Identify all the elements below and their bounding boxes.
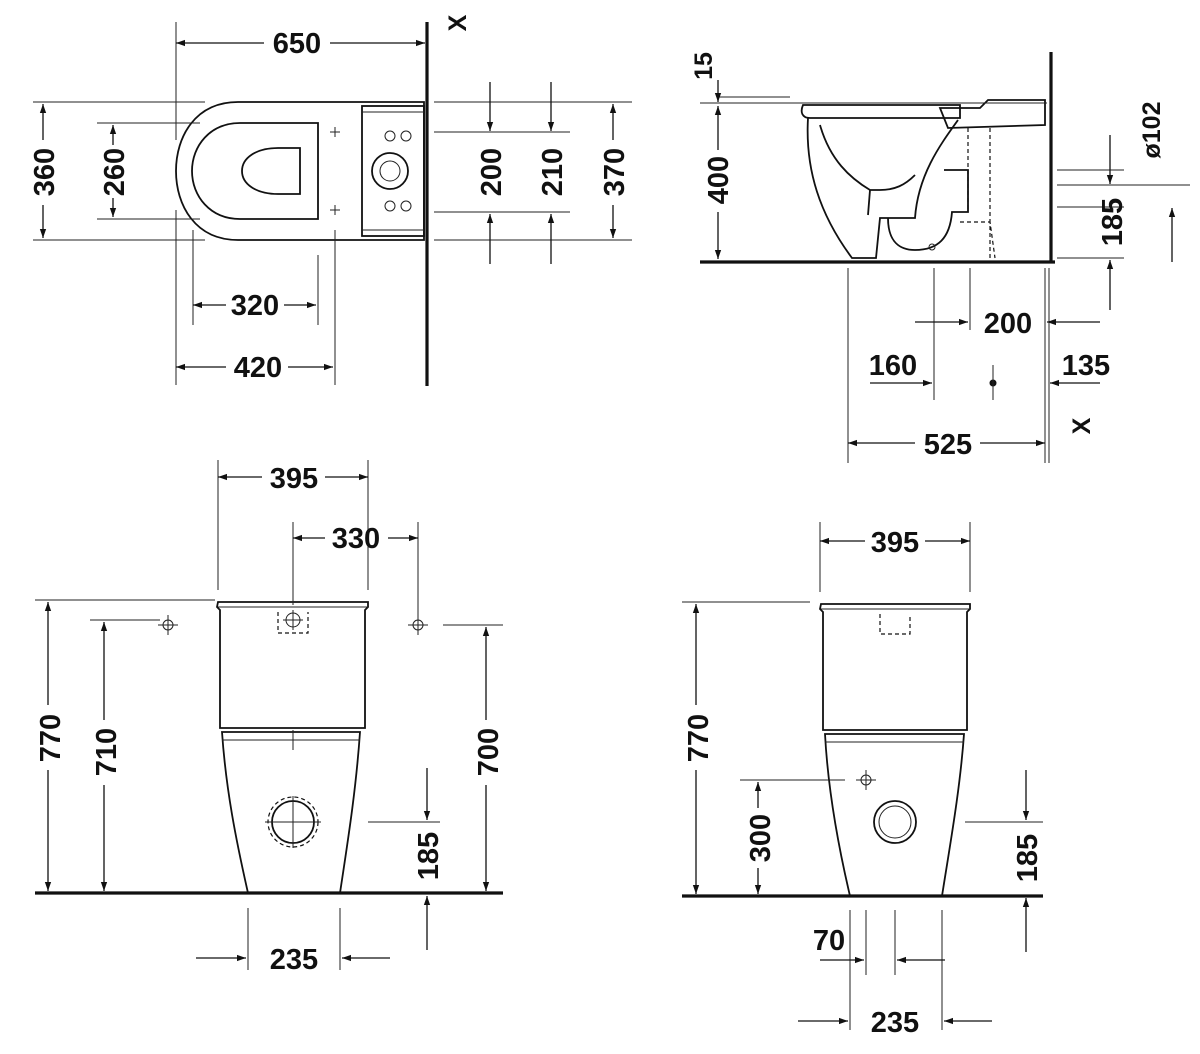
front-view-right: 395 770 300 185 70 235 — [682, 522, 1044, 1039]
front-left-bowl — [221, 731, 361, 894]
bowl-outline — [175, 101, 425, 241]
dim-210: 210 — [537, 148, 569, 196]
wall-x-label-side: X — [1068, 417, 1096, 434]
dim-395-left: 395 — [270, 463, 318, 495]
trap-profile — [887, 169, 969, 251]
front-view-left: 395 330 770 710 700 185 235 — [35, 460, 505, 976]
wall-x-label-top: X — [444, 14, 472, 31]
top-view: 650 X 360 260 200 210 370 320 420 — [29, 14, 632, 386]
dim-300: 300 — [745, 814, 777, 862]
outlet-circle — [371, 152, 409, 190]
cistern-profile — [938, 99, 1046, 129]
dim-235-right: 235 — [871, 1007, 919, 1039]
cistern-plan — [361, 105, 425, 237]
dim-drain-diameter: ø102 — [1138, 102, 1166, 159]
dim-200-side: 200 — [984, 308, 1032, 340]
front-right-outlet — [873, 800, 917, 844]
dim-185-front-left: 185 — [413, 832, 445, 880]
bowl-profile — [806, 117, 959, 259]
dim-160: 160 — [869, 350, 917, 382]
dim-770-left: 770 — [35, 714, 67, 762]
front-right-cistern — [819, 603, 971, 731]
dim-330: 330 — [332, 523, 380, 555]
dim-370: 370 — [599, 148, 631, 196]
dim-260: 260 — [99, 148, 131, 196]
seat-profile — [800, 104, 961, 119]
dim-70: 70 — [813, 925, 845, 957]
dim-770-right: 770 — [683, 714, 715, 762]
dim-700: 700 — [473, 728, 505, 776]
side-view: 15 400 ø102 185 200 160 135 525 X — [690, 52, 1190, 463]
dim-185-front-right: 185 — [1012, 834, 1044, 882]
dim-400: 400 — [703, 156, 735, 204]
dim-320: 320 — [231, 290, 279, 322]
dim-360: 360 — [29, 148, 61, 196]
dim-650: 650 — [273, 28, 321, 60]
dim-15: 15 — [690, 52, 718, 80]
dim-420: 420 — [234, 352, 282, 384]
dim-395-right: 395 — [871, 527, 919, 559]
seat-opening — [241, 147, 301, 195]
front-left-cistern — [216, 601, 369, 729]
dim-710: 710 — [91, 728, 123, 776]
front-right-bowl — [824, 733, 965, 897]
dim-135: 135 — [1062, 350, 1110, 382]
seat-outline — [191, 122, 319, 220]
dim-200-top: 200 — [476, 148, 508, 196]
dim-235-left: 235 — [270, 944, 318, 976]
dim-525: 525 — [924, 429, 972, 461]
dim-185-side: 185 — [1097, 198, 1129, 246]
